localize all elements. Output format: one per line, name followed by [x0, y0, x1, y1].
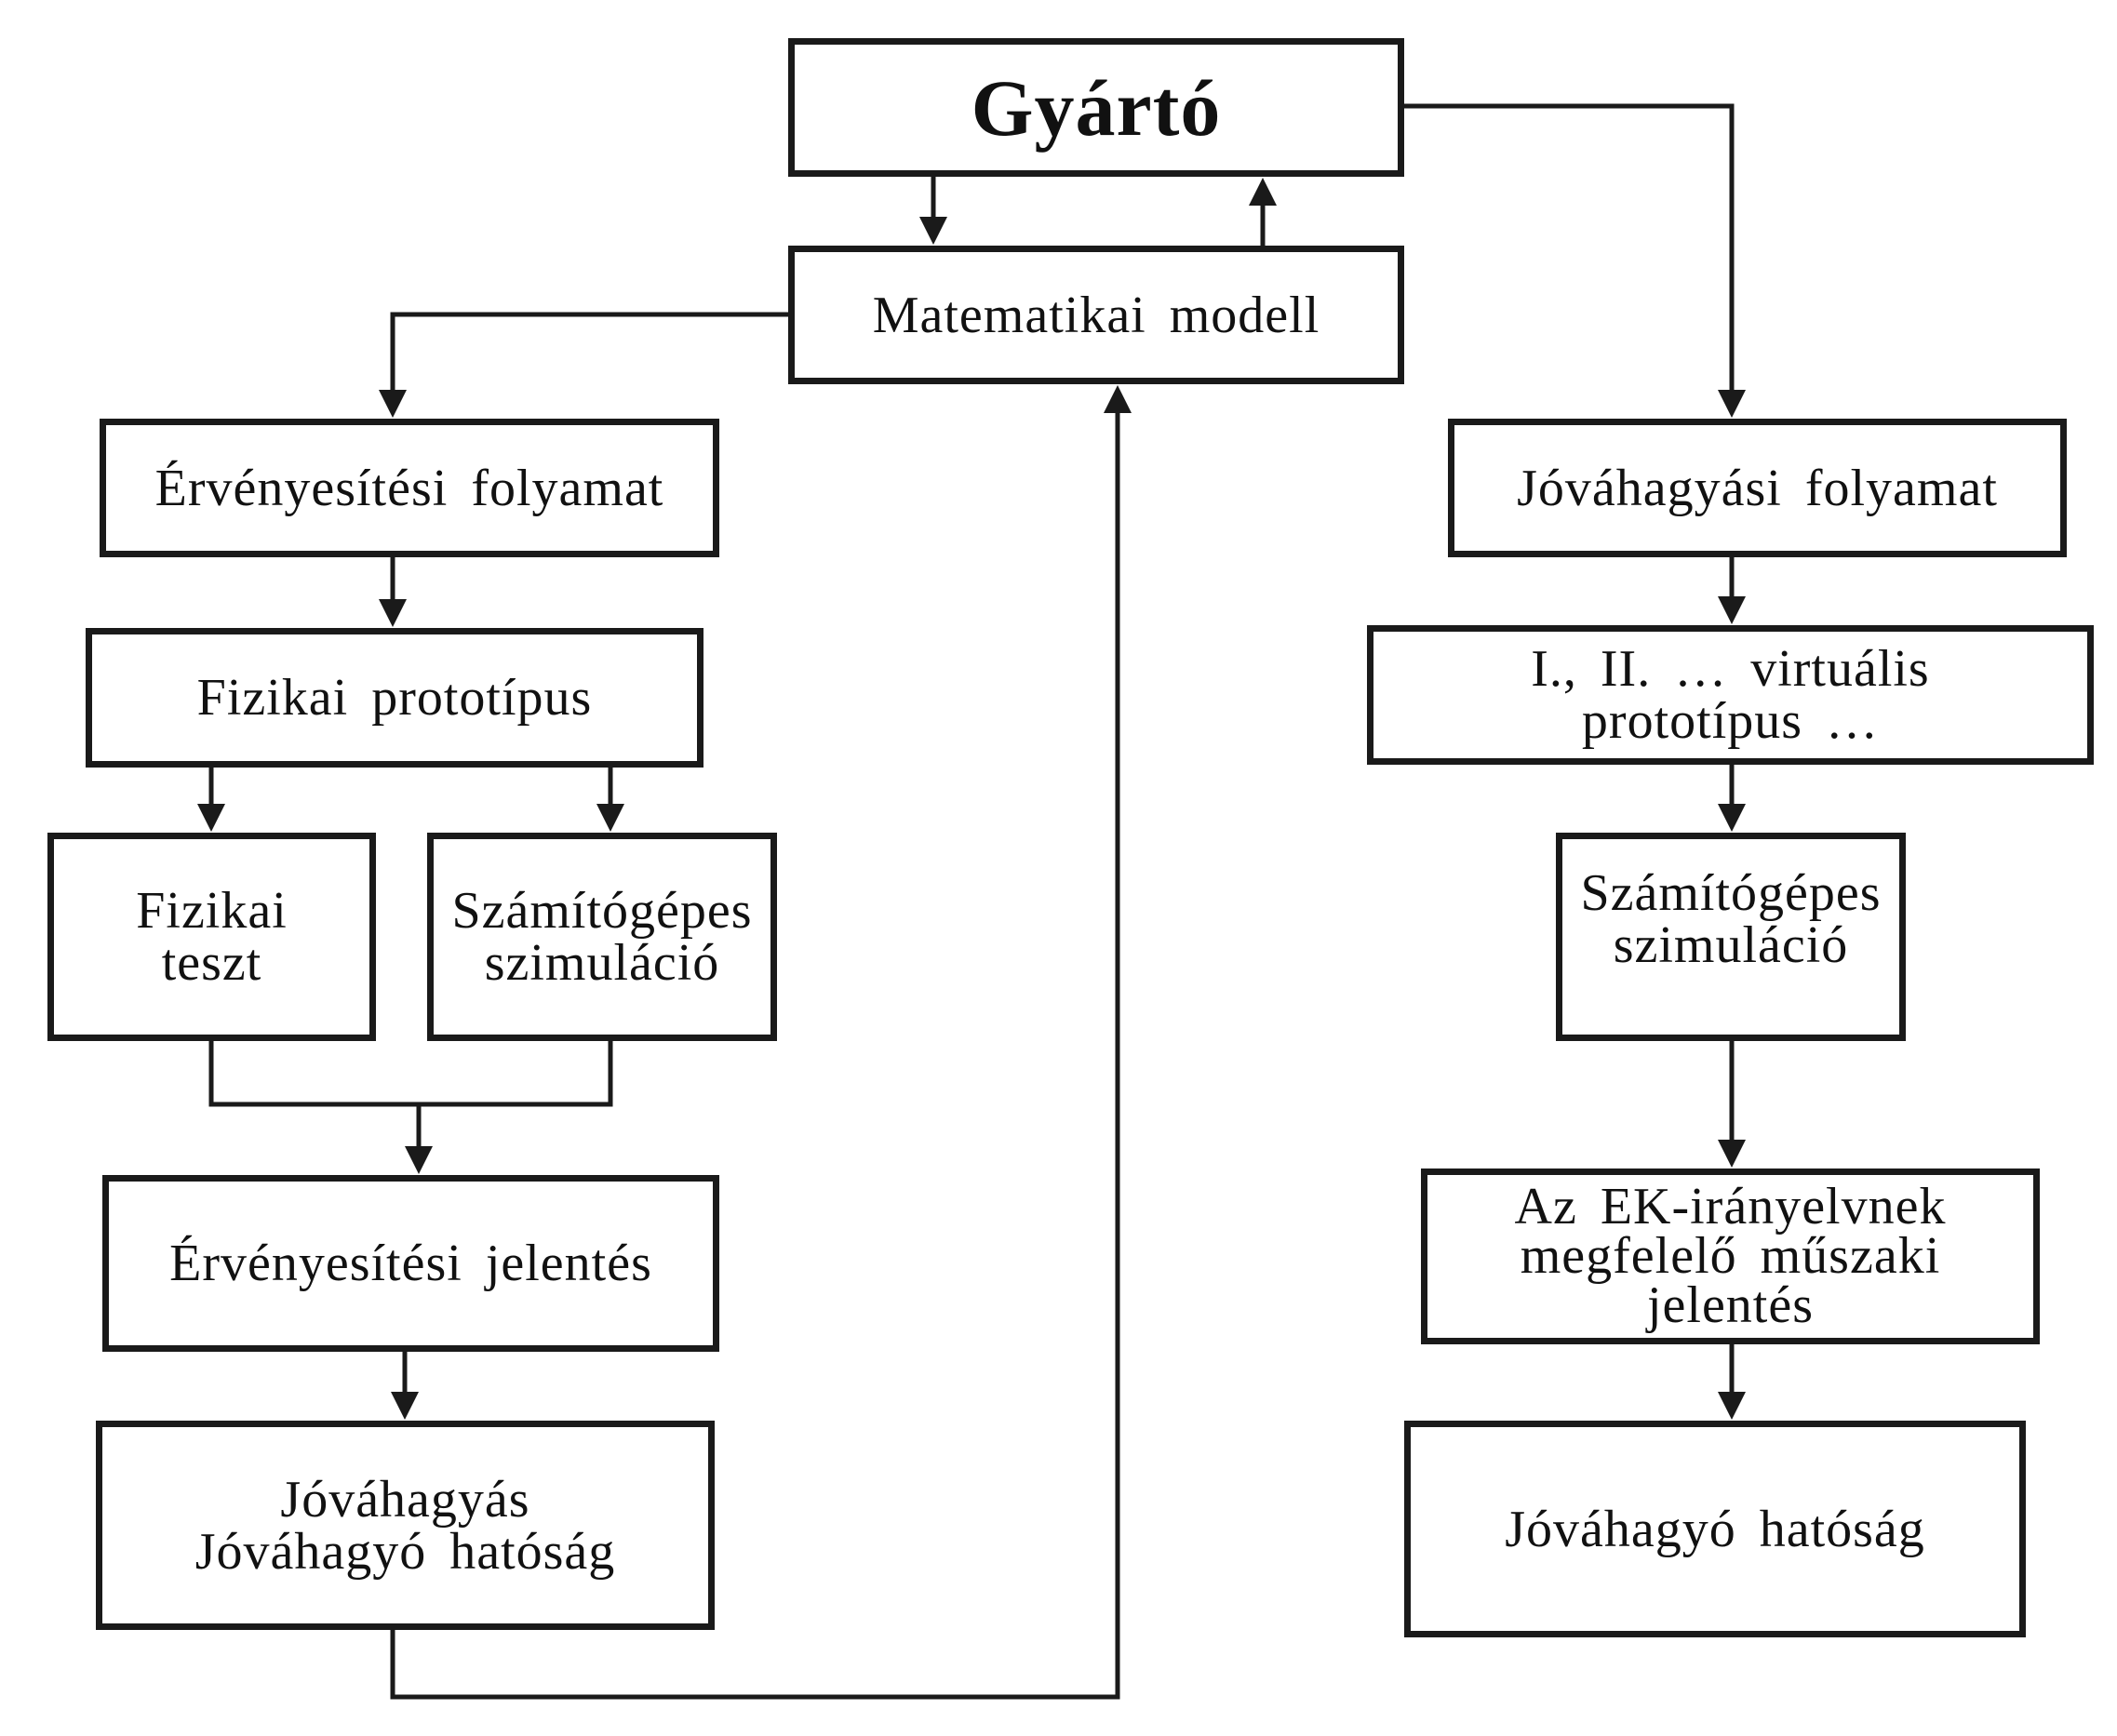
- node-approval-authority-left: Jóváhagyás Jóváhagyó hatóság: [96, 1421, 715, 1630]
- edge-approval-left-to-math-model: [390, 385, 1132, 1700]
- node-physical-prototype: Fizikai prototípus: [86, 628, 703, 768]
- node-manufacturer-label: Gyártó: [971, 62, 1222, 153]
- node-physical-test-label: Fizikai teszt: [136, 882, 288, 992]
- node-validation-process-label: Érvényesítési folyamat: [154, 459, 664, 517]
- node-validation-report-label: Érvényesítési jelentés: [169, 1235, 652, 1292]
- node-validation-process: Érvényesítési folyamat: [100, 419, 719, 557]
- node-approval-authority-right: Jóváhagyó hatóság: [1404, 1421, 2026, 1637]
- node-computer-simulation-right: Számítógépes szimuláció: [1556, 833, 1906, 1041]
- node-computer-simulation-left-label: Számítógépes szimuláció: [451, 882, 753, 992]
- node-math-model-label: Matematikai modell: [872, 286, 1320, 344]
- node-approval-process: Jóváhagyási folyamat: [1448, 419, 2067, 557]
- node-ec-technical-report-label: Az EK-irányelvnek megfelelő műszaki jele…: [1514, 1177, 1947, 1335]
- node-validation-report: Érvényesítési jelentés: [102, 1175, 719, 1352]
- node-approval-authority-right-label: Jóváhagyó hatóság: [1505, 1500, 1925, 1558]
- node-approval-authority-left-label: Jóváhagyás Jóváhagyó hatóság: [194, 1470, 616, 1581]
- edge-tests-merge: [208, 1041, 613, 1107]
- node-computer-simulation-right-label: Számítógépes szimuláció: [1580, 864, 1882, 974]
- edge-math-model-to-validation-process: [379, 312, 788, 418]
- node-manufacturer: Gyártó: [788, 38, 1404, 177]
- node-math-model: Matematikai modell: [788, 246, 1404, 384]
- node-computer-simulation-left: Számítógépes szimuláció: [427, 833, 777, 1041]
- node-ec-technical-report: Az EK-irányelvnek megfelelő műszaki jele…: [1421, 1168, 2040, 1344]
- node-approval-process-label: Jóváhagyási folyamat: [1517, 459, 1998, 517]
- node-virtual-prototype-label: I., II. … virtuális prototípus …: [1531, 640, 1930, 750]
- node-physical-test: Fizikai teszt: [47, 833, 376, 1041]
- edge-manufacturer-to-approval-process: [1404, 103, 1746, 418]
- node-physical-prototype-label: Fizikai prototípus: [196, 669, 593, 727]
- node-virtual-prototype: I., II. … virtuális prototípus …: [1367, 625, 2094, 765]
